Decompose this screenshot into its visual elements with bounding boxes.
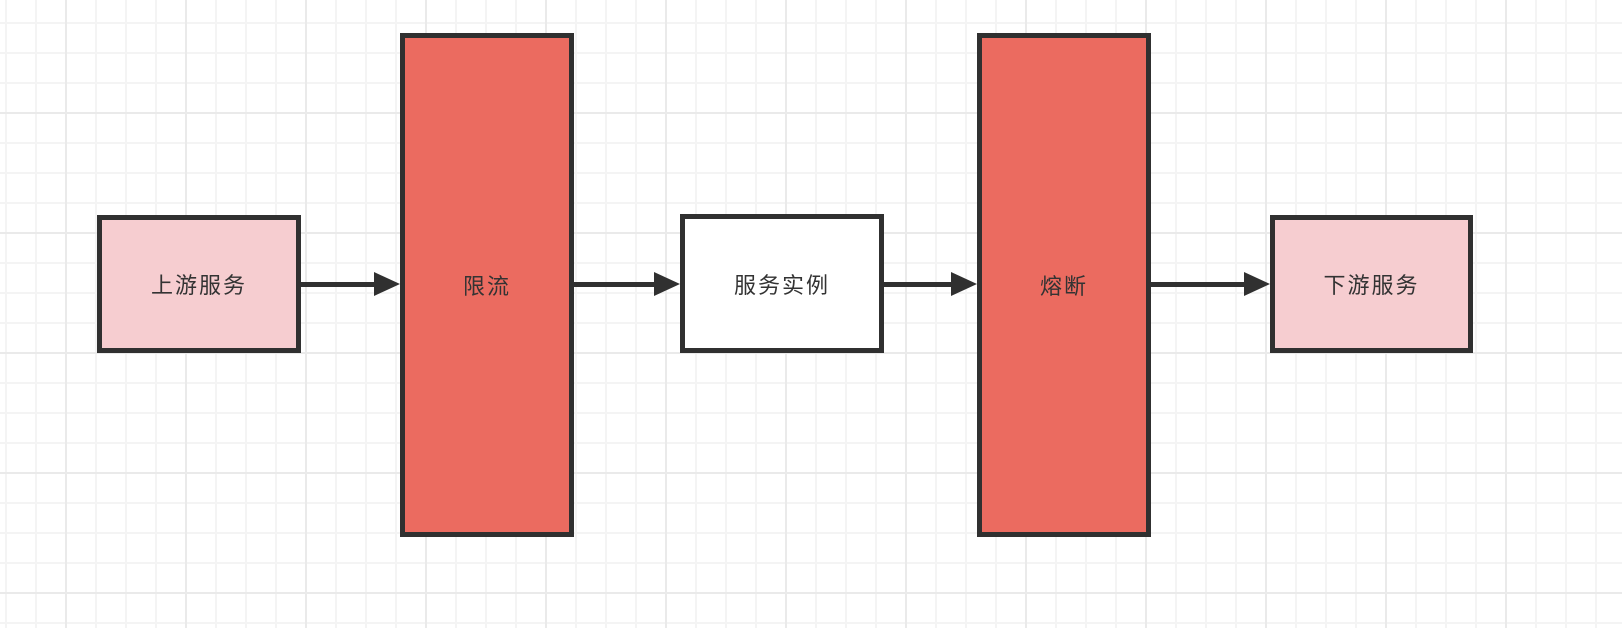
node-downstream-service-label: 下游服务 — [1323, 273, 1420, 298]
arrowhead-icon — [951, 272, 977, 296]
edge-line — [574, 281, 654, 287]
node-downstream-service[interactable]: 下游服务 — [1270, 215, 1473, 353]
edge-rate-limit-to-service-instance[interactable] — [574, 272, 680, 296]
arrowhead-icon — [654, 272, 680, 296]
edge-line — [1151, 281, 1244, 287]
node-rate-limit[interactable]: 限流 — [400, 33, 574, 537]
node-upstream-service[interactable]: 上游服务 — [97, 215, 301, 353]
node-rate-limit-label: 限流 — [462, 274, 511, 299]
edge-circuit-breaker-to-downstream[interactable] — [1151, 272, 1270, 296]
edge-upstream-to-rate-limit[interactable] — [301, 272, 400, 296]
arrowhead-icon — [1244, 272, 1270, 296]
edge-service-instance-to-circuit-breaker[interactable] — [884, 272, 977, 296]
node-service-instance-label: 服务实例 — [733, 272, 830, 298]
arrowhead-icon — [374, 272, 400, 296]
edge-line — [301, 281, 374, 287]
node-upstream-service-label: 上游服务 — [150, 273, 247, 298]
edge-line — [884, 281, 951, 287]
node-circuit-breaker-label: 熔断 — [1039, 274, 1088, 299]
node-service-instance[interactable]: 服务实例 — [680, 214, 884, 353]
node-circuit-breaker[interactable]: 熔断 — [977, 33, 1151, 537]
